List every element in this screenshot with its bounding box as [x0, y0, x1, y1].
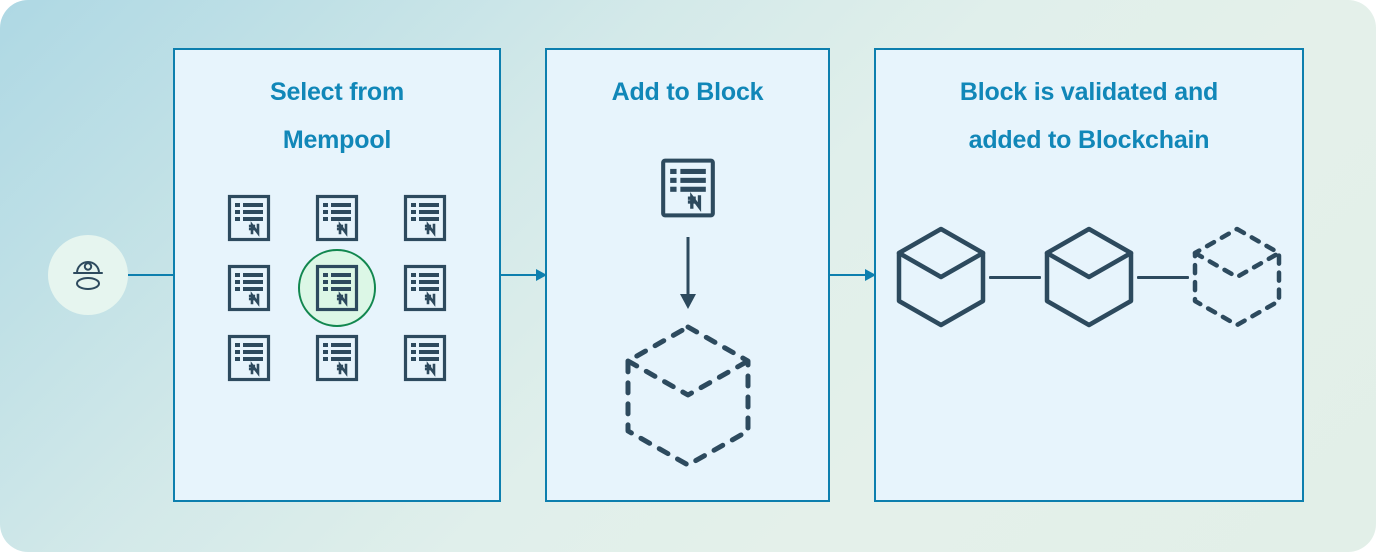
- panel-select-from-mempool[interactable]: Select from Mempool: [173, 48, 501, 502]
- panel-title-line: Mempool: [282, 126, 392, 154]
- transaction-document-icon: [227, 194, 271, 242]
- transaction-item[interactable]: [383, 183, 467, 253]
- connector-block-to-chain: [829, 269, 876, 281]
- connector-miner-to-mempool: [128, 274, 174, 276]
- transaction-document-icon: [227, 334, 271, 382]
- panel-title-line: Block is validated and: [959, 78, 1219, 106]
- transaction-item[interactable]: [207, 253, 291, 323]
- miner-hardhat-icon: [73, 261, 103, 290]
- transaction-item[interactable]: [207, 183, 291, 253]
- transaction-document-icon: [315, 194, 359, 242]
- transaction-document-icon: [403, 334, 447, 382]
- transaction-document-icon: [315, 334, 359, 382]
- transaction-grid: [175, 183, 499, 393]
- transaction-item-selected[interactable]: [295, 249, 379, 327]
- transaction-item[interactable]: [295, 183, 379, 253]
- panel-title-mempool: Select from Mempool: [175, 68, 499, 164]
- panel-title-block-validated: Block is validated and added to Blockcha…: [876, 68, 1302, 164]
- transaction-document-icon: [315, 264, 359, 312]
- transaction-document-icon: [403, 264, 447, 312]
- transaction-item[interactable]: [383, 253, 467, 323]
- blockchain-link: [1137, 275, 1189, 279]
- block-cube-solid-icon: [1044, 226, 1134, 328]
- transaction-document-icon: [403, 194, 447, 242]
- transaction-item[interactable]: [207, 323, 291, 393]
- panel-title-line: Add to Block: [611, 78, 764, 106]
- panel-title-line: Select from: [270, 78, 404, 106]
- block-cube-dashed-icon: [625, 324, 750, 468]
- transaction-document-icon: [660, 158, 715, 218]
- blockchain-link: [989, 275, 1041, 279]
- arrow-head-icon: [865, 269, 876, 281]
- arrow-down-icon: [679, 237, 696, 309]
- block-cube-solid-icon: [896, 226, 986, 328]
- blockchain-cubes-row: [876, 225, 1302, 329]
- panel-add-to-block[interactable]: Add to Block: [545, 48, 830, 502]
- transaction-item[interactable]: [383, 323, 467, 393]
- transaction-document-icon: [227, 264, 271, 312]
- block-cube-dashed-icon: [1192, 226, 1282, 328]
- panel-title-add-to-block: Add to Block: [547, 68, 828, 116]
- panel-block-validated[interactable]: Block is validated and added to Blockcha…: [874, 48, 1304, 502]
- panel-title-line: added to Blockchain: [968, 126, 1210, 154]
- connector-mempool-to-block: [500, 269, 547, 281]
- miner-node[interactable]: [48, 235, 128, 315]
- transaction-item[interactable]: [295, 323, 379, 393]
- arrow-head-icon: [536, 269, 547, 281]
